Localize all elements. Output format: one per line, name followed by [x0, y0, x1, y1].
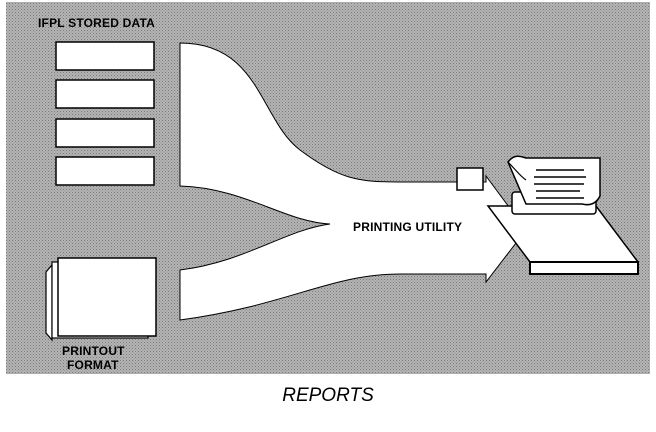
record-block-icon — [56, 80, 154, 108]
figure-caption: REPORTS — [282, 385, 374, 406]
document-pages-icon — [46, 258, 156, 340]
printout-format-label-line1: PRINTOUT — [62, 344, 125, 358]
record-block-icon — [56, 157, 154, 185]
printing-utility-label: PRINTING UTILITY — [353, 220, 462, 234]
stored-data-label: IFPL STORED DATA — [38, 16, 155, 30]
record-block-icon — [56, 119, 154, 147]
printout-format-label-line2: FORMAT — [67, 358, 119, 372]
record-block-icon — [56, 42, 154, 70]
